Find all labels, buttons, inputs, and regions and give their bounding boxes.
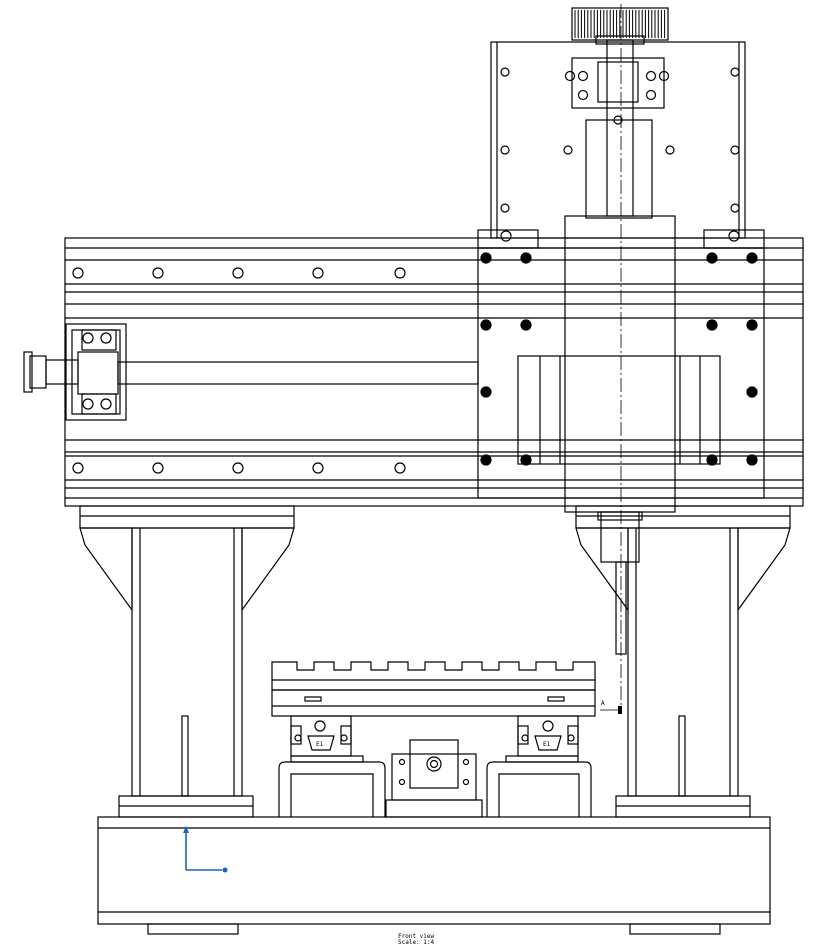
ballnut-block	[385, 739, 483, 818]
view-caption: Front view Scale: 1:4	[398, 934, 434, 946]
left-column	[79, 505, 295, 818]
view-scale: Scale: 1:4	[398, 939, 435, 946]
xy-axis-arrows-icon	[183, 826, 228, 873]
view-title: Front view	[398, 933, 435, 940]
rail-supports	[278, 755, 592, 817]
spindle	[595, 35, 645, 655]
carriage-left-label: E1	[316, 741, 324, 748]
right-column	[575, 505, 791, 818]
gantry-beam	[23, 237, 804, 507]
carriage-right-label: E1	[543, 741, 551, 748]
base-plate	[97, 816, 771, 935]
knurled-knob-icon	[571, 7, 669, 41]
work-table	[271, 661, 596, 717]
fastener-holes	[72, 67, 758, 786]
detail-marker-label: A	[601, 700, 605, 707]
z-axis-plate	[477, 41, 765, 249]
